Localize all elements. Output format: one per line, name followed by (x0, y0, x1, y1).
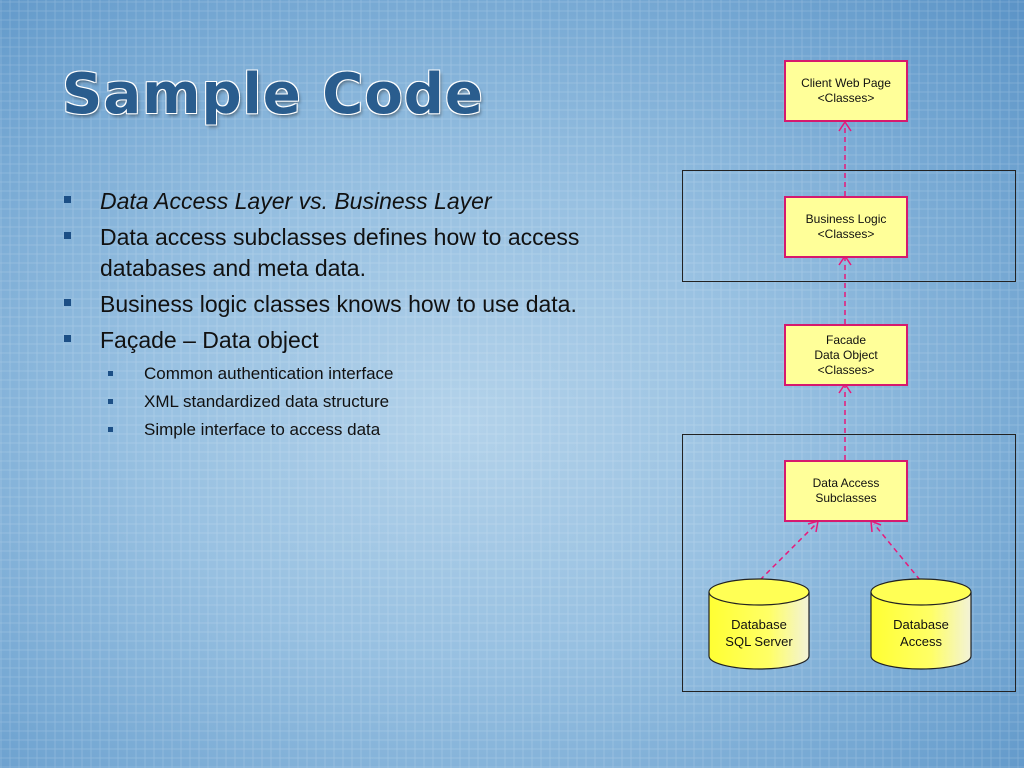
bullet-list: Data Access Layer vs. Business Layer Dat… (62, 186, 582, 449)
node-label: <Classes> (817, 362, 875, 377)
bullet-item: Data Access Layer vs. Business Layer (62, 186, 582, 217)
node-label: Data Object (814, 347, 878, 362)
database-label-line: SQL Server (725, 634, 793, 649)
database-cylinder-icon (708, 578, 810, 670)
data-access-node: Data Access Subclasses (784, 460, 908, 522)
database-label-line: Database (893, 617, 949, 632)
business-layer-frame (682, 170, 1016, 282)
node-label: <Classes> (817, 91, 875, 105)
business-logic-node: Business Logic <Classes> (784, 196, 908, 258)
sub-bullet-list: Common authentication interface XML stan… (100, 360, 582, 444)
database-label-line: Access (900, 634, 942, 649)
database-label-line: Database (731, 617, 787, 632)
node-label: Facade (825, 332, 867, 347)
bullet-item: Data access subclasses defines how to ac… (62, 222, 582, 284)
facade-node: Facade Data Object <Classes> (784, 324, 908, 386)
database-cylinder-icon (870, 578, 972, 670)
node-label: <Classes> (817, 227, 875, 241)
bullet-item: Business logic classes knows how to use … (62, 289, 582, 320)
database-access-node: Database Access (870, 578, 972, 670)
node-label: Client Web Page (801, 76, 891, 90)
node-label: Business Logic (805, 212, 887, 226)
client-web-page-node: Client Web Page <Classes> (784, 60, 908, 122)
slide-title: Sample Code (62, 62, 484, 127)
node-label: Subclasses (815, 491, 877, 505)
sub-bullet-item: Simple interface to access data (108, 416, 582, 444)
database-label: Database Access (870, 616, 972, 650)
bullet-item: Façade – Data object Common authenticati… (62, 325, 582, 444)
sub-bullet-item: Common authentication interface (108, 360, 582, 388)
bullet-text: Façade – Data object (100, 327, 319, 353)
database-label: Database SQL Server (708, 616, 810, 650)
node-label: Data Access (812, 476, 880, 490)
database-sql-server-node: Database SQL Server (708, 578, 810, 670)
sub-bullet-item: XML standardized data structure (108, 388, 582, 416)
data-layer-frame (682, 434, 1016, 692)
